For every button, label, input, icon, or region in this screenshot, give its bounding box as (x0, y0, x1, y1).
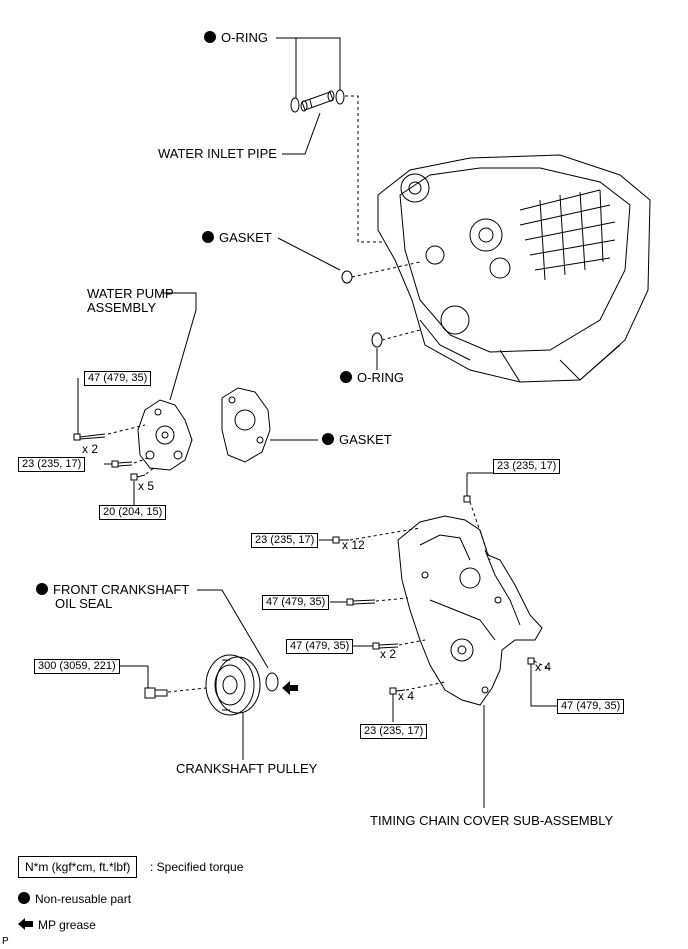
grease-arrow-icon (18, 918, 33, 930)
gasket-upper-text: GASKET (219, 230, 272, 245)
legend-torque-unit: N*m (kgf*cm, ft.*lbf) (18, 856, 138, 878)
tc-47c-bolt (527, 657, 535, 665)
o-ring-mid-text: O-RING (357, 370, 404, 385)
torque-tc-x12: 23 (235, 17) (251, 533, 319, 548)
water-pump-body (137, 399, 193, 471)
water-pump-label-2: ASSEMBLY (87, 300, 157, 315)
oil-seal-text-1: FRONT CRANKSHAFT (53, 582, 190, 597)
crankshaft-pulley-shape (205, 654, 261, 716)
count-tc-x4-right: x 4 (535, 660, 552, 674)
non-reusable-icon (322, 433, 334, 445)
tc-top-bolt (463, 495, 471, 503)
torque-tc-47a: 47 (479, 35) (262, 595, 330, 610)
wp-long-bolt (73, 433, 106, 441)
gasket-lower-label: GASKET (322, 433, 392, 447)
count-wp-x5: x 5 (138, 479, 155, 493)
gasket-upper-ring (341, 270, 353, 284)
leader-o-ring-top (276, 37, 341, 90)
timing-chain-cover-label: TIMING CHAIN COVER SUB-ASSEMBLY (370, 813, 614, 828)
pulley-bolt-shape (144, 687, 168, 699)
legend-torque-desc: : Specified torque (150, 860, 244, 874)
corner-mark: P (2, 936, 9, 947)
torque-tc-bottom: 23 (235, 17) (360, 724, 428, 739)
dash-tc-bottom (405, 681, 446, 691)
dash-tc-47b (398, 639, 426, 646)
tc-47b-bolt (372, 642, 399, 650)
leader-gasket-upper (277, 237, 341, 271)
dash-wp-short (145, 466, 156, 475)
wp-mid-bolt (111, 460, 133, 468)
non-reusable-icon (204, 31, 216, 43)
dash-tc-47c (533, 660, 549, 669)
dash-pipe-engine (345, 95, 400, 243)
o-ring-mid-label: O-RING (340, 371, 404, 385)
dash-pulley-bolt (167, 687, 207, 693)
count-tc-x4-bottom: x 4 (398, 689, 415, 703)
non-reusable-icon (18, 892, 30, 904)
count-tc-x2: x 2 (380, 647, 397, 661)
torque-tc-top: 23 (235, 17) (493, 459, 561, 474)
water-inlet-pipe (300, 90, 335, 112)
o-ring-right (335, 89, 345, 105)
dash-wp-mid (133, 457, 149, 464)
tc-47a-bolt (346, 598, 376, 606)
legend-non-reusable-text: Non-reusable part (35, 892, 132, 906)
water-pump-label-1: WATER PUMP (87, 286, 174, 301)
o-ring-top-text: O-RING (221, 30, 268, 45)
torque-tc-47b: 47 (479, 35) (286, 639, 354, 654)
gasket-upper-label: GASKET (202, 231, 272, 245)
o-ring-mid-ring (371, 332, 383, 348)
dash-tc-47a (375, 597, 409, 602)
legend-mp-grease-text: MP grease (38, 918, 96, 932)
leader-oil-seal (197, 589, 269, 669)
torque-wp-short: 20 (204, 15) (99, 505, 167, 520)
o-ring-top-label: O-RING (204, 31, 268, 45)
leader-water-pump (162, 292, 197, 401)
dash-tc-top (469, 501, 491, 561)
crankshaft-pulley-label: CRANKSHAFT PULLEY (176, 761, 318, 776)
engine-block (377, 154, 651, 383)
non-reusable-icon (36, 583, 48, 595)
legend-non-reusable: Non-reusable part (18, 892, 131, 906)
torque-pulley-bolt: 300 (3059, 221) (34, 659, 120, 674)
o-ring-left (290, 97, 300, 113)
oil-seal-ring (265, 672, 279, 692)
leader-water-inlet-pipe (282, 112, 321, 155)
torque-wp-mid: 23 (235, 17) (18, 457, 86, 472)
non-reusable-icon (202, 231, 214, 243)
timing-chain-cover (397, 515, 543, 706)
torque-tc-47c: 47 (479, 35) (557, 699, 625, 714)
oil-seal-label-1: FRONT CRANKSHAFT (36, 583, 189, 597)
legend-mp-grease: MP grease (18, 918, 96, 932)
count-tc-x12: x 12 (342, 538, 365, 552)
non-reusable-icon (340, 371, 352, 383)
dash-wp-long (107, 424, 146, 435)
dash-o-ring-mid (381, 329, 421, 341)
oil-seal-label-2: OIL SEAL (55, 596, 113, 611)
leader-tc-47c (530, 664, 557, 707)
gasket-lower-text: GASKET (339, 432, 392, 447)
wp-short-bolt (130, 473, 146, 481)
gasket-lower-shape (221, 387, 271, 463)
count-wp-x2: x 2 (82, 442, 99, 456)
tc-x12-bolt (332, 536, 349, 544)
grease-arrow-icon (282, 681, 298, 695)
water-inlet-pipe-label: WATER INLET PIPE (158, 146, 277, 161)
torque-wp-long: 47 (479, 35) (84, 371, 152, 386)
